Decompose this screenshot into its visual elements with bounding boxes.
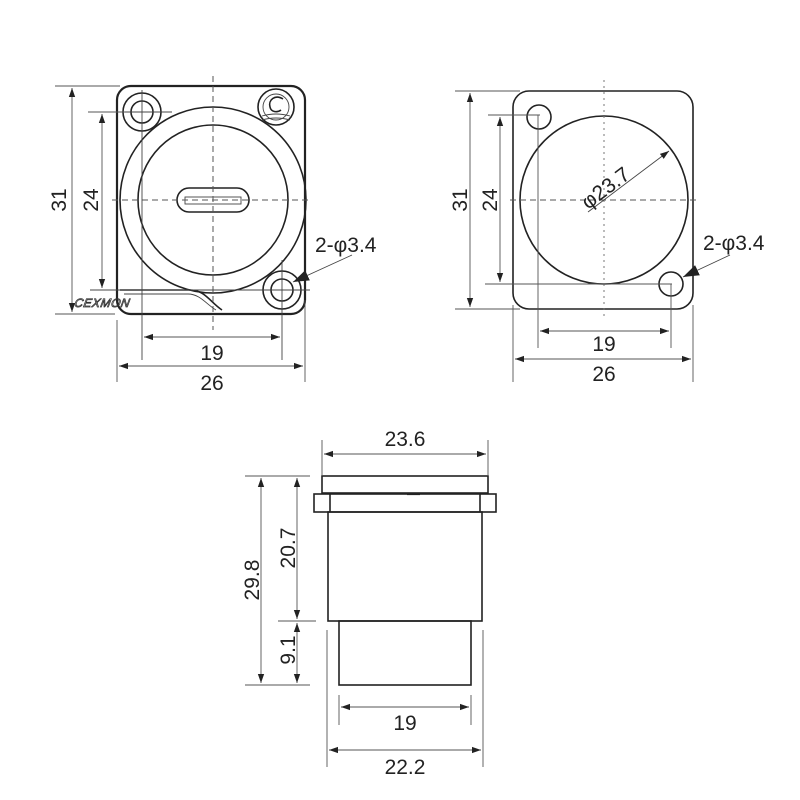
- side-view: 23.6 29.8 20.7 9.1 19 22.2: [241, 428, 497, 779]
- side-flange: [313, 493, 497, 513]
- cutout-diameter: φ23.7: [577, 163, 634, 214]
- side-lower-body: [338, 620, 472, 686]
- cutout-dim-width-26: 26: [592, 363, 615, 386]
- side-dim-flange-width: 23.6: [385, 428, 426, 451]
- diameter-leader: [587, 150, 670, 213]
- holes-callout: 2-φ3.4: [315, 234, 377, 257]
- side-dim-lower-height: 9.1: [277, 635, 300, 664]
- side-dim-total-height: 29.8: [241, 560, 264, 601]
- latch-icon: [257, 88, 295, 126]
- side-upper-body: [327, 511, 483, 622]
- cutout-holes-callout: 2-φ3.4: [703, 232, 765, 255]
- brand-label: CEXMON: [73, 296, 131, 310]
- dim-width-19: 19: [200, 342, 223, 365]
- cutout-dim-height-31: 31: [449, 188, 472, 211]
- side-dim-upper-height: 20.7: [277, 528, 300, 569]
- cutout-view: 31 24 φ23.7 19 26 2-φ3.4: [449, 80, 765, 386]
- brand-plate: CEXMON: [73, 289, 223, 311]
- front-view: CEXMON 31 24 19 26: [48, 76, 377, 395]
- dim-width-26: 26: [200, 372, 223, 395]
- cutout-dim-height-24: 24: [479, 188, 502, 212]
- cutout-hole-top-left: [526, 104, 552, 130]
- side-dim-lower-width: 19: [393, 712, 416, 735]
- dim-height-31: 31: [48, 188, 71, 211]
- cutout-dim-width-19: 19: [592, 333, 615, 356]
- side-dim-body-width: 22.2: [385, 756, 426, 779]
- side-top-cap: [321, 475, 489, 494]
- dim-height-24: 24: [80, 188, 103, 212]
